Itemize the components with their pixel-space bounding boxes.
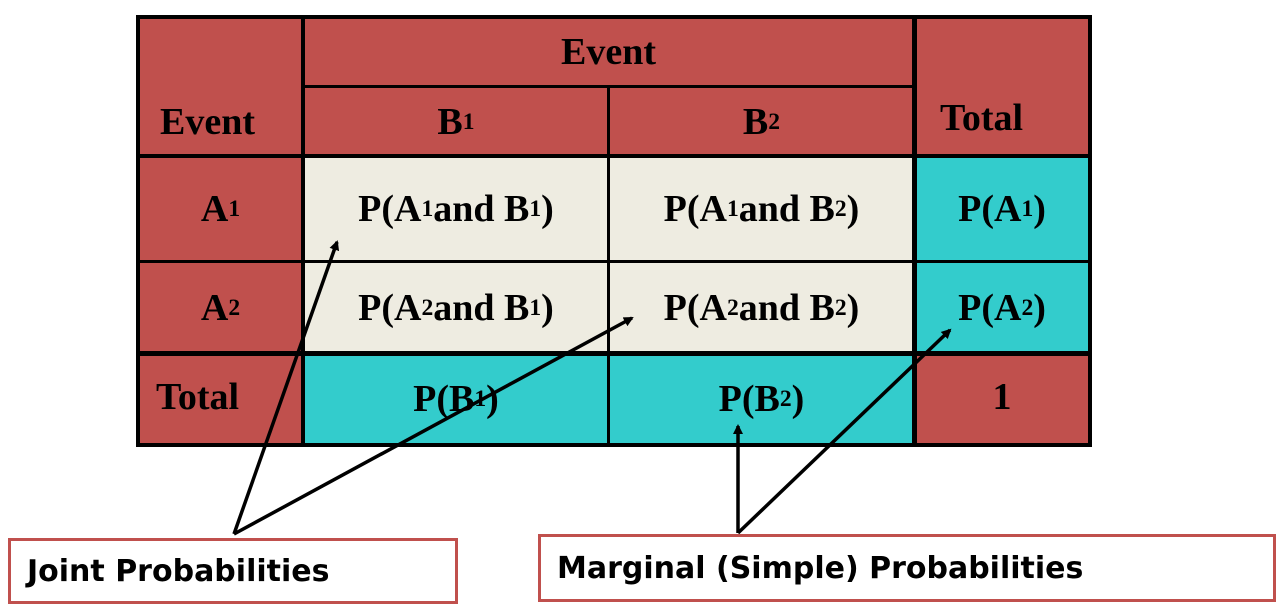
grid-h-event (301, 85, 915, 88)
table-border-right (1088, 15, 1092, 447)
grand-total-cell: 1 (914, 353, 1090, 445)
grid-v1 (301, 15, 305, 447)
grid-v3 (912, 15, 917, 447)
arrow-joint-to-a2b2 (233, 316, 634, 536)
grid-v2 (607, 86, 610, 447)
table-border-top (136, 15, 1092, 19)
grid-h-a2 (136, 351, 1092, 356)
grid-h-a1 (136, 260, 1092, 263)
joint-probabilities-label: Joint Probabilities (8, 538, 458, 604)
event-row-header: Event (138, 17, 303, 156)
marginal-cell-b1: P(B1) (303, 353, 609, 445)
marginal-probabilities-label: Marginal (Simple) Probabilities (538, 534, 1276, 602)
total-column-header: Total (914, 17, 1090, 156)
table-border-left (136, 15, 140, 447)
grid-h-header (136, 154, 1092, 158)
row-header-total: Total (138, 353, 303, 445)
arrow-joint-to-a1b1 (232, 240, 340, 535)
table-border-bottom (136, 443, 1092, 447)
event-column-header: Event (303, 17, 914, 87)
arrow-marginal-to-a2 (736, 328, 952, 535)
